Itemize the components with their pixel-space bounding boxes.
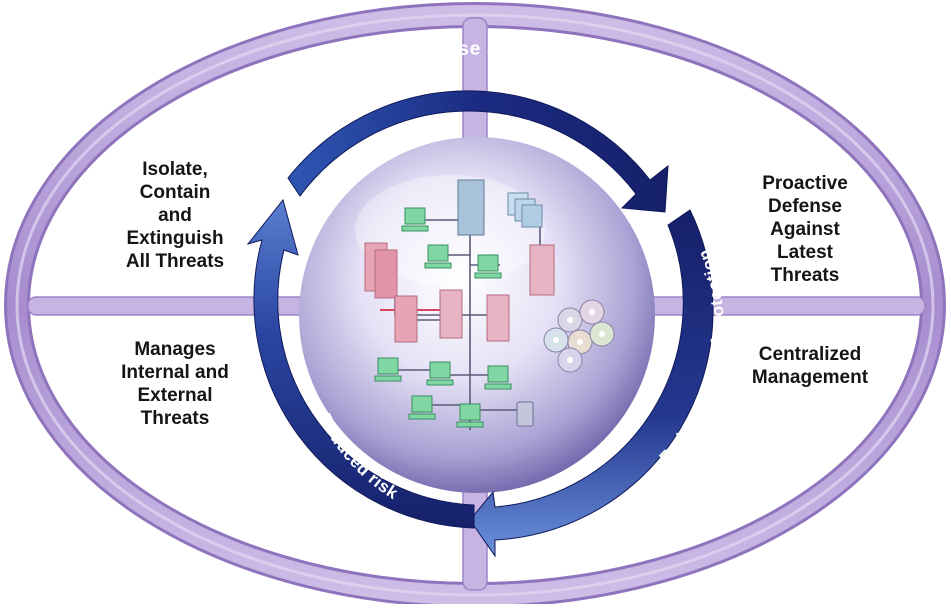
spoke-right: [619, 296, 926, 316]
arrow-right: [469, 209, 714, 558]
label-centralized-management: Centralized Management: [751, 344, 869, 388]
server-tower-icon: [439, 289, 463, 339]
cd-disc-icon: [543, 299, 615, 373]
workstation-icon: [477, 254, 499, 272]
label-manages-threats: Manages Internal and External Threats: [121, 339, 229, 429]
server-tower-icon: [457, 179, 485, 236]
workstation-icon: [459, 403, 481, 421]
workstation-icon: [429, 361, 451, 379]
server-tower-icon: [394, 295, 418, 343]
label-proactive-defense: Proactive Defense Against Latest Threats: [762, 173, 848, 286]
workstation-icon: [377, 357, 399, 375]
spoke-left: [27, 296, 334, 316]
workstation-icon: [427, 244, 449, 262]
label-isolate-contain: Isolate, Contain and Extinguish All Thre…: [125, 159, 225, 272]
cycle-arrows: [246, 90, 714, 558]
server-tower-icon: [486, 294, 510, 342]
handheld-device-icon: [516, 401, 534, 427]
server-cluster-icon: [507, 192, 543, 228]
arrow-top: [287, 90, 669, 213]
network-illustration: [364, 179, 615, 430]
workstation-icon: [411, 395, 433, 413]
workstation-icon: [404, 207, 426, 225]
server-tower-icon: [529, 244, 555, 296]
workstation-icon: [487, 365, 509, 383]
arrow-left: [246, 198, 475, 529]
